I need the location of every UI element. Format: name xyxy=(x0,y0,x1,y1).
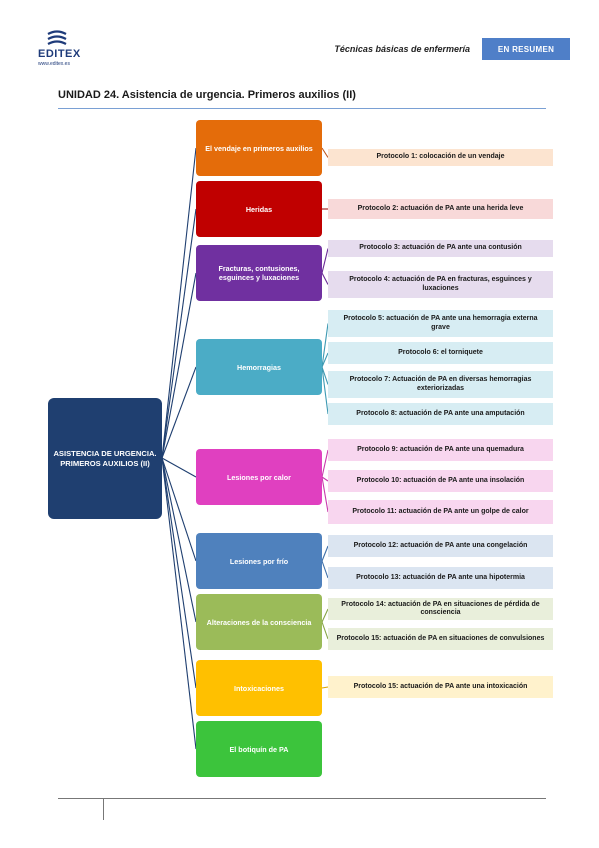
connector-root-cat-5 xyxy=(161,457,197,562)
protocol-box-4-1: Protocolo 10: actuación de PA ante una i… xyxy=(328,470,553,492)
category-node-5: Lesiones por frío xyxy=(196,533,322,589)
connector-cat-6-proto-1 xyxy=(321,621,329,640)
connector-cat-3-proto-0 xyxy=(321,323,329,368)
category-node-6: Alteraciones de la consciencia xyxy=(196,594,322,650)
protocol-box-0-0: Protocolo 1: colocación de un vendaje xyxy=(328,149,553,166)
logo-icon xyxy=(47,30,67,45)
connector-root-cat-8 xyxy=(161,457,197,750)
category-node-4: Lesiones por calor xyxy=(196,449,322,505)
protocol-box-6-1: Protocolo 15: actuación de PA en situaci… xyxy=(328,628,553,650)
connector-root-cat-0 xyxy=(161,147,197,459)
protocol-box-4-0: Protocolo 9: actuación de PA ante una qu… xyxy=(328,439,553,461)
protocol-box-5-1: Protocolo 13: actuación de PA ante una h… xyxy=(328,567,553,589)
connector-cat-4-proto-0 xyxy=(321,449,329,478)
footer-tick xyxy=(103,798,104,820)
protocol-box-2-0: Protocolo 3: actuación de PA ante una co… xyxy=(328,240,553,257)
connector-cat-7-proto-0 xyxy=(321,686,329,689)
connector-cat-3-proto-2 xyxy=(321,366,329,385)
category-node-0: El vendaje en primeros auxilios xyxy=(196,120,322,176)
protocol-box-2-1: Protocolo 4: actuación de PA en fractura… xyxy=(328,271,553,298)
book-title: Técnicas básicas de enfermería xyxy=(334,44,470,54)
connector-cat-6-proto-0 xyxy=(321,608,329,623)
connector-cat-4-proto-1 xyxy=(321,476,329,482)
connector-cat-5-proto-0 xyxy=(321,545,329,562)
connector-cat-2-proto-0 xyxy=(321,248,329,274)
protocol-box-4-2: Protocolo 11: actuación de PA ante un go… xyxy=(328,500,553,524)
protocol-box-3-3: Protocolo 8: actuación de PA ante una am… xyxy=(328,403,553,425)
unit-title: UNIDAD 24. Asistencia de urgencia. Prime… xyxy=(58,89,356,101)
category-node-7: Intoxicaciones xyxy=(196,660,322,716)
category-node-3: Hemorragias xyxy=(196,339,322,395)
category-node-1: Heridas xyxy=(196,181,322,237)
connector-cat-3-proto-1 xyxy=(321,352,329,368)
protocol-box-3-0: Protocolo 5: actuación de PA ante una he… xyxy=(328,310,553,337)
category-node-2: Fracturas, contusiones, esguinces y luxa… xyxy=(196,245,322,301)
logo-text: EDITEX xyxy=(38,48,81,60)
summary-badge: EN RESUMEN xyxy=(482,38,570,60)
connector-cat-5-proto-1 xyxy=(321,560,329,579)
footer-rule xyxy=(58,798,546,799)
connector-cat-0-proto-0 xyxy=(321,147,329,158)
connector-root-cat-1 xyxy=(161,208,197,459)
protocol-box-5-0: Protocolo 12: actuación de PA ante una c… xyxy=(328,535,553,557)
editex-logo: EDITEX www.editex.es xyxy=(38,30,84,67)
connector-root-cat-3 xyxy=(161,366,197,459)
connector-root-cat-7 xyxy=(161,457,197,689)
category-node-8: El botiquín de PA xyxy=(196,721,322,777)
protocol-box-3-2: Protocolo 7: Actuación de PA en diversas… xyxy=(328,371,553,398)
protocol-box-3-1: Protocolo 6: el torniquete xyxy=(328,342,553,364)
protocol-box-7-0: Protocolo 15: actuación de PA ante una i… xyxy=(328,676,553,698)
connector-root-cat-2 xyxy=(161,272,197,459)
connector-cat-3-proto-3 xyxy=(321,366,329,415)
root-node: ASISTENCIA DE URGENCIA. PRIMEROS AUXILIO… xyxy=(48,398,162,519)
logo-url: www.editex.es xyxy=(38,61,70,67)
connector-root-cat-4 xyxy=(161,457,197,478)
protocol-box-6-0: Protocolo 14: actuación de PA en situaci… xyxy=(328,598,553,620)
connector-cat-4-proto-2 xyxy=(321,476,329,513)
connector-cat-2-proto-1 xyxy=(321,272,329,285)
connector-root-cat-6 xyxy=(161,457,197,623)
protocol-box-1-0: Protocolo 2: actuación de PA ante una he… xyxy=(328,199,553,219)
title-rule xyxy=(58,108,546,109)
